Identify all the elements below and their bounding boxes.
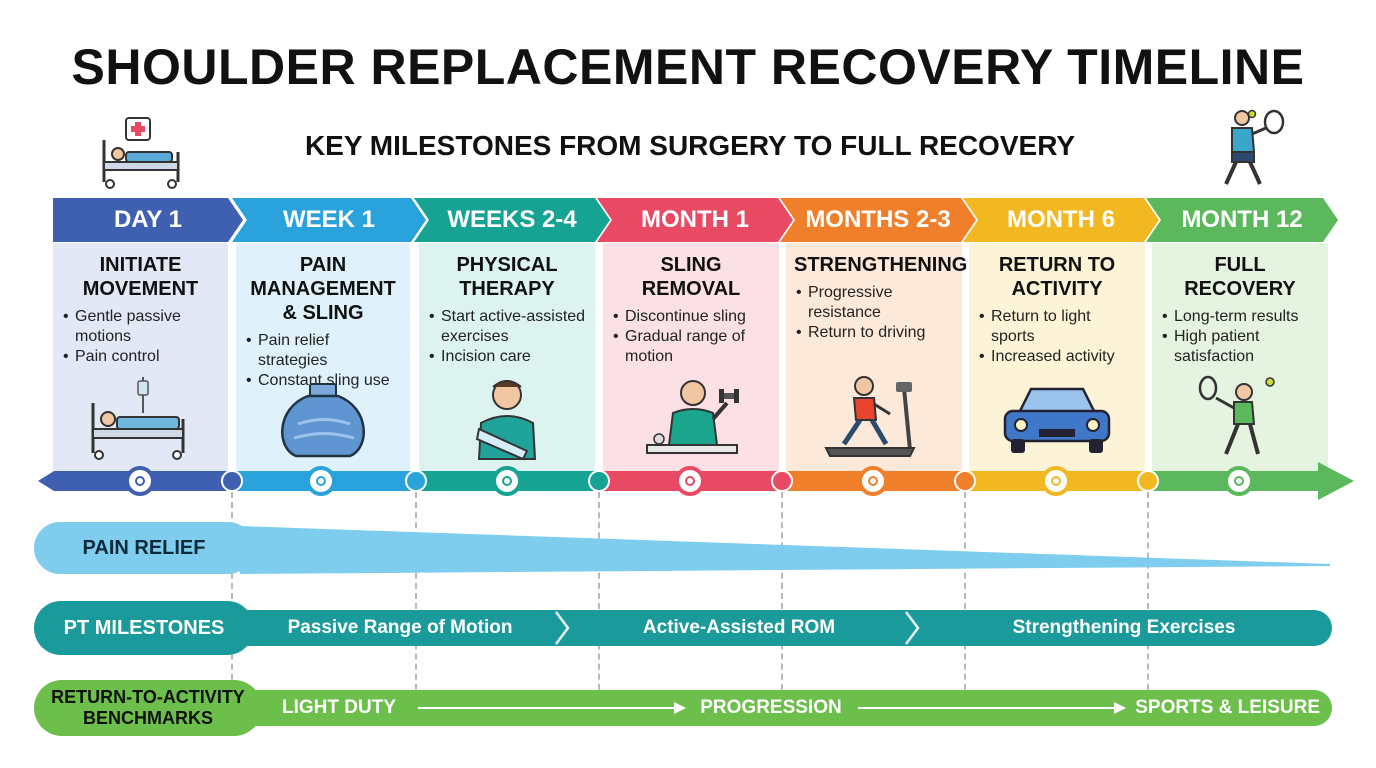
page-title: SHOULDER REPLACEMENT RECOVERY TIMELINE (71, 39, 1305, 95)
page-subtitle: KEY MILESTONES FROM SURGERY TO FULL RECO… (304, 130, 1076, 161)
progress-arrow (418, 702, 686, 714)
list-item: Incision care (427, 347, 587, 367)
phase-header-month-1: MONTH 1 (597, 198, 793, 242)
dumbbell-exercise-icon (646, 380, 739, 454)
activity-stage-label: PROGRESSION (700, 697, 842, 718)
milestone-marker (1041, 466, 1071, 496)
list-item: Gentle passive motions (61, 307, 220, 347)
pt-milestones-label: PT MILESTONES (34, 601, 254, 655)
divider-dot (954, 470, 976, 492)
list-item: Return to light sports (977, 307, 1137, 347)
bullet-list: Gentle passive motions Pain control (61, 307, 220, 367)
activity-stage-label: SPORTS & LEISURE (1135, 697, 1320, 718)
milestone-marker (675, 466, 705, 496)
axis-arrow-head (1318, 462, 1354, 500)
treadmill-icon (824, 376, 916, 457)
milestone-marker (1224, 466, 1254, 496)
phase-card-weeks-2-4: PHYSICAL THERAPY Start active-assisted e… (419, 243, 595, 471)
progress-arrow (858, 702, 1126, 714)
pt-stage-label: Passive Range of Motion (287, 617, 513, 638)
list-item: Discontinue sling (611, 307, 771, 327)
divider-dot (588, 470, 610, 492)
bullet-list: Return to light sports Increased activit… (977, 307, 1137, 367)
bullet-list: Start active-assisted exercises Incision… (427, 307, 587, 367)
pain-relief-wedge (240, 526, 1330, 574)
phase-card-week-1: PAIN MANAGEMENT & SLING Pain relief stra… (236, 243, 410, 471)
stage-separator (555, 611, 570, 645)
phase-title: SLING REMOVAL (641, 254, 741, 300)
guide-line (415, 492, 417, 710)
milestone-marker (858, 466, 888, 496)
phase-header-day-1: DAY 1 (53, 198, 243, 242)
list-item: High patient satisfaction (1160, 327, 1320, 367)
divider-dot (1137, 470, 1159, 492)
patient-with-sling-icon (475, 380, 537, 461)
phase-title: INITIATE MOVEMENT (82, 254, 199, 300)
ice-pack-icon (281, 383, 365, 458)
phase-card-month-1: SLING REMOVAL Discontinue sling Gradual … (603, 243, 779, 471)
bullet-list: Progressive resistance Return to driving (794, 283, 954, 343)
phase-card-day-1: INITIATE MOVEMENT Gentle passive motions… (53, 243, 228, 471)
activity-stage-label: LIGHT DUTY (282, 697, 396, 718)
hospital-bed-icon (102, 117, 180, 189)
guide-line (964, 492, 966, 710)
bullet-list: Long-term results High patient satisfact… (1160, 307, 1320, 367)
bullet-list: Discontinue sling Gradual range of motio… (611, 307, 771, 367)
milestone-marker (125, 466, 155, 496)
guide-line (1147, 492, 1149, 710)
phase-title: PAIN MANAGEMENT & SLING (250, 254, 396, 324)
phase-card-month-12: FULL RECOVERY Long-term results High pat… (1152, 243, 1328, 471)
tennis-player-icon (1224, 109, 1285, 185)
axis-tail (38, 471, 54, 491)
guide-line (598, 492, 600, 710)
pt-milestones-band (240, 610, 1332, 646)
phase-title: PHYSICAL THERAPY (456, 254, 558, 300)
list-item: Progressive resistance (794, 283, 954, 323)
phase-header-month-12: MONTH 12 (1146, 198, 1338, 242)
divider-dot (405, 470, 427, 492)
milestone-marker (306, 466, 336, 496)
pain-relief-label: PAIN RELIEF (34, 522, 254, 574)
list-item: Return to driving (794, 323, 954, 343)
pt-stage-label: Strengthening Exercises (1012, 617, 1236, 638)
phase-header-weeks-2-4: WEEKS 2-4 (414, 198, 610, 242)
list-item: Pain relief strategies (244, 331, 402, 371)
list-item: Increased activity (977, 347, 1137, 367)
list-item: Constant sling use (244, 371, 402, 391)
milestone-marker (492, 466, 522, 496)
return-to-activity-label: RETURN-TO-ACTIVITY BENCHMARKS (34, 680, 262, 736)
phase-card-months-2-3: STRENGTHENING Progressive resistance Ret… (786, 243, 968, 471)
car-icon (1003, 387, 1111, 453)
divider-dot (221, 470, 243, 492)
phase-header-months-2-3: MONTHS 2-3 (780, 198, 976, 242)
hospital-bed-icon (91, 377, 185, 460)
guide-line (781, 492, 783, 710)
list-item: Start active-assisted exercises (427, 307, 587, 347)
phase-header-week-1: WEEK 1 (232, 198, 426, 242)
divider-dot (771, 470, 793, 492)
phase-header-month-6: MONTH 6 (963, 198, 1159, 242)
phase-title: RETURN TO ACTIVITY (998, 254, 1116, 300)
phase-title: FULL RECOVERY (1184, 254, 1296, 300)
list-item: Long-term results (1160, 307, 1320, 327)
bullet-list: Pain relief strategies Constant sling us… (244, 331, 402, 391)
tennis-player-icon (1198, 375, 1275, 455)
stage-separator (905, 611, 920, 645)
phase-card-month-6: RETURN TO ACTIVITY Return to light sport… (969, 243, 1145, 471)
phase-title: STRENGTHENING (794, 254, 968, 276)
list-item: Pain control (61, 347, 220, 367)
list-item: Gradual range of motion (611, 327, 771, 367)
pt-stage-label: Active-Assisted ROM (642, 617, 836, 638)
